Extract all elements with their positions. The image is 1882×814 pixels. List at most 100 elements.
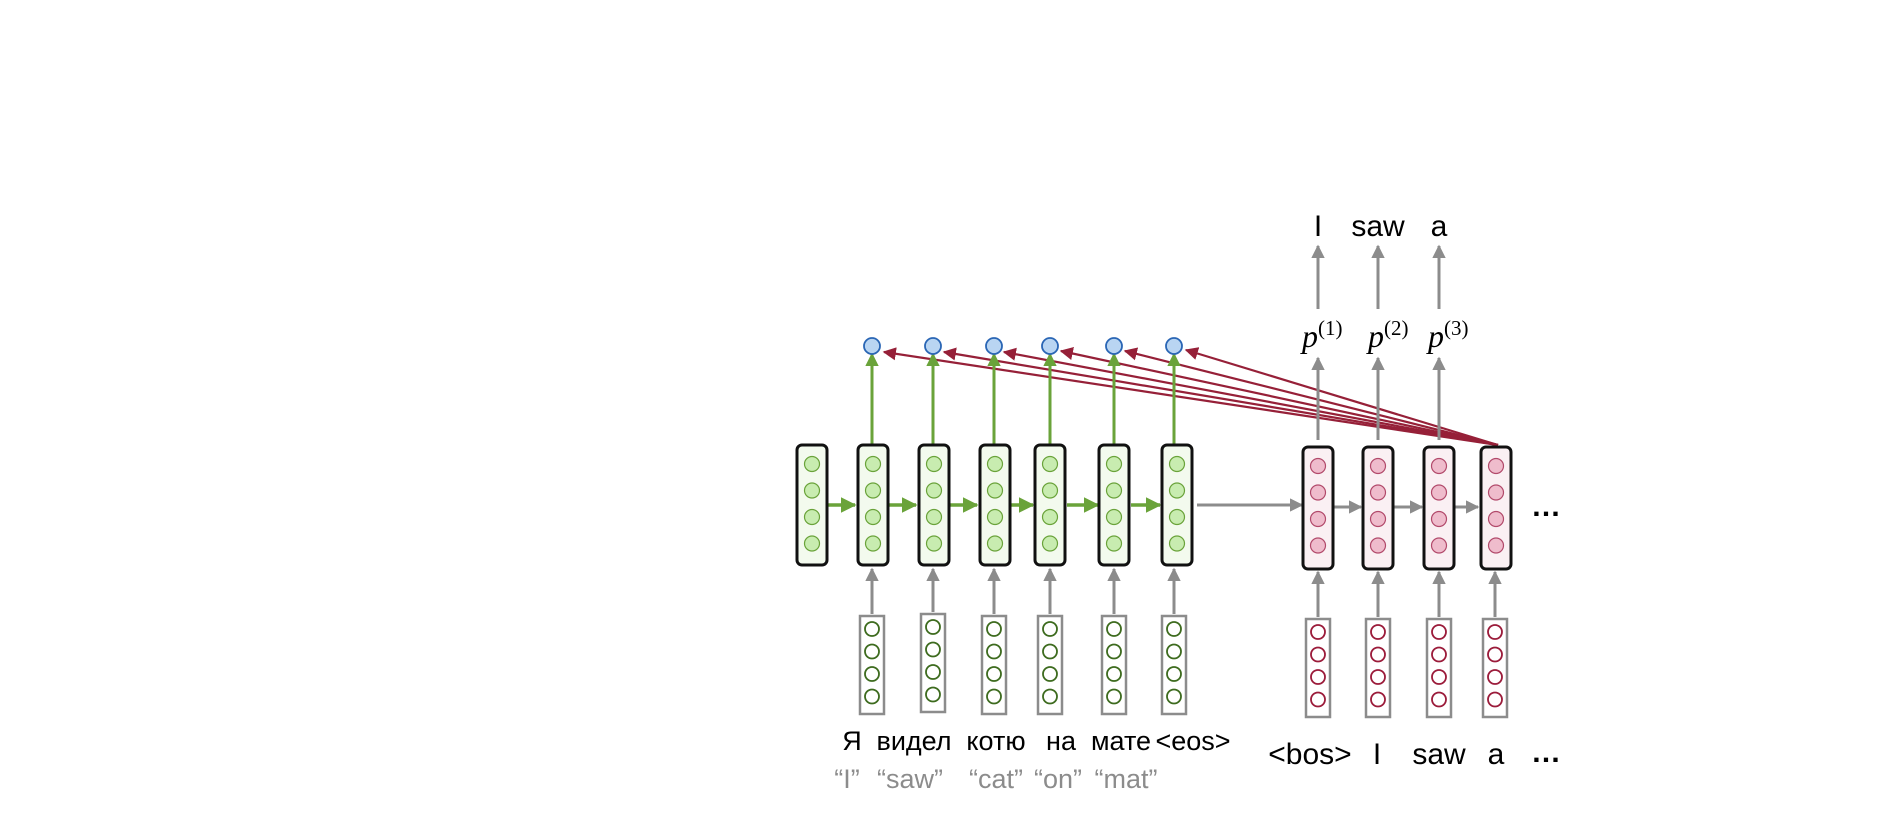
output-arrows [1311,244,1446,440]
hidden-unit [1430,510,1448,528]
embedding-unit [1042,688,1058,705]
attention-score [1041,337,1059,355]
hidden-state-box [795,443,829,567]
attention-score [924,337,942,355]
decoder-hidden-state [1479,445,1513,571]
hidden-unit [803,535,821,552]
hidden-unit [1041,455,1059,473]
probability-label: p(2) [1366,316,1409,354]
hidden-state-box [917,443,951,567]
embedding-unit [1166,688,1182,705]
attention-arrow [1059,347,1499,447]
embedding-unit [1106,666,1122,682]
decoder-hidden-state [1422,445,1456,571]
hidden-state-box [1361,445,1395,571]
embedding-to-hidden-arrows [865,567,1502,617]
encoder-embedding [1036,614,1064,716]
encoder-hidden-state [1033,443,1067,567]
hidden-unit [1309,457,1327,475]
embedding-unit [1487,624,1503,640]
attention-arrow [942,347,1499,447]
embedding-unit [1106,621,1122,637]
source-words: Я видел котю на мате <eos> [842,726,1230,756]
hidden-unit [986,535,1004,552]
embedding-unit [1431,669,1447,685]
hidden-unit [864,535,882,552]
encoder-embedding [1160,614,1188,716]
encoder-hidden-state [856,443,890,567]
attention-score [1165,337,1183,355]
hidden-unit [1041,482,1059,499]
encoder-embedding [980,614,1008,716]
hidden-state-box [1160,443,1194,567]
hidden-state-box [1097,443,1131,567]
hidden-unit [864,508,882,526]
output-words: I saw a [1314,210,1448,243]
hidden-unit [1430,537,1448,554]
hidden-unit [1041,508,1059,526]
source-gloss: “on” [1034,764,1082,794]
hidden-unit [1369,537,1387,554]
attention-arrow [882,347,1499,447]
embedding-unit [1310,669,1326,685]
encoder-hidden-state [1097,443,1131,567]
hidden-unit [1487,457,1505,475]
hidden-ellipsis: … [1531,490,1561,523]
hidden-unit [925,455,943,473]
source-word: на [1046,726,1077,756]
probability-label: p(1) [1300,316,1343,354]
source-gloss: “I” [834,764,859,794]
embedding-unit [1370,624,1386,640]
output-word: a [1431,210,1448,243]
embedding-unit [1310,624,1326,640]
embedding-unit [864,666,880,682]
embedding-unit [1166,666,1182,682]
embedding-unit [986,643,1002,660]
hidden-unit [1430,457,1448,475]
hidden-unit [1168,482,1186,499]
source-word: мате [1091,726,1151,756]
hidden-unit [1168,455,1186,473]
source-word: <eos> [1155,726,1230,756]
decoder-hidden-state [1361,445,1395,571]
encoder-embedding [919,612,947,714]
hidden-state-box [1479,445,1513,571]
hidden-unit [925,535,943,552]
hidden-unit [864,455,882,473]
source-word: котю [966,726,1025,756]
embedding-unit [925,641,941,658]
hidden-unit [1369,457,1387,475]
embedding-unit [864,688,880,705]
decoder-embedding [1481,617,1509,719]
embedding-unit [986,621,1002,637]
hidden-state-box [1033,443,1067,567]
embedding-unit [1370,691,1386,708]
encoder-hidden-state [1160,443,1194,567]
source-word: Я [842,726,862,756]
hidden-state-box [1301,445,1335,571]
hidden-unit [1487,537,1505,554]
hidden-unit [925,482,943,499]
hidden-unit [1168,535,1186,552]
node-layer [795,443,1513,719]
encoder-embedding [1100,614,1128,716]
output-word: saw [1351,210,1405,243]
embedding-unit [1370,669,1386,685]
decoder-input-words: <bos> I saw a … [1268,736,1561,771]
score-arrows [865,352,1181,444]
hidden-state-box [856,443,890,567]
hidden-unit [803,482,821,499]
decoder-input-word: saw [1412,738,1466,771]
embedding-unit [864,621,880,637]
embedding-unit [1166,621,1182,637]
output-word: I [1314,210,1322,243]
hidden-state-box [1422,445,1456,571]
source-gloss: “saw” [877,764,943,794]
attention-scores [863,337,1183,355]
embedding-unit [1310,691,1326,708]
source-glosses: “I” “saw” “cat” “on” “mat” [834,764,1157,794]
hidden-unit [803,455,821,473]
hidden-unit [1041,535,1059,552]
decoder-embedding [1364,617,1392,719]
